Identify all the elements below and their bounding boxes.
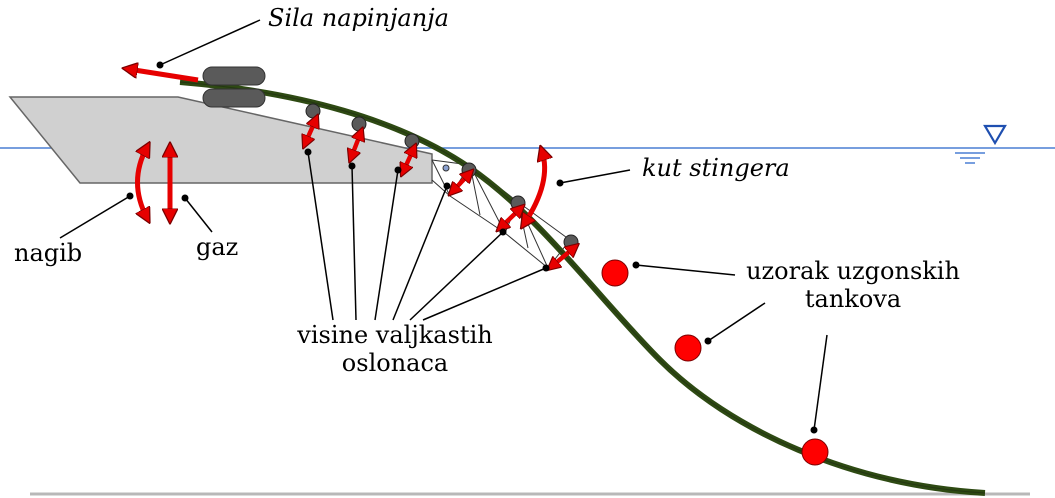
buoyancy-label-line1: uzorak uzgonskih — [746, 257, 960, 285]
buoyancy-label: uzorak uzgonskih tankova — [728, 257, 978, 313]
stinger-truss — [431, 159, 571, 269]
roller-heights-label-line1: visine valjkastih — [297, 321, 493, 349]
buoyancy-tank-icon — [601, 259, 829, 466]
buoyancy-label-line2: tankova — [804, 284, 902, 313]
vessel-hull — [8, 96, 433, 184]
stinger-angle-label: kut stingera — [642, 154, 790, 182]
draft-label: gaz — [196, 233, 239, 261]
leader-lines — [59, 19, 828, 431]
roller-heights-label: visine valjkastih oslonaca — [270, 321, 520, 377]
pitch-arrow — [135, 147, 148, 218]
water-level-icon — [955, 124, 1007, 164]
tension-force-arrow — [128, 69, 199, 83]
leader-dots — [126, 61, 818, 434]
tension-force-label: Sila napinjanja — [268, 4, 449, 32]
pitch-label: nagib — [14, 239, 83, 267]
roller-heights-label-line2: oslonaca — [341, 348, 449, 377]
tensioner-icon — [202, 66, 266, 108]
roller-height-arrows — [305, 119, 575, 267]
stinger-angle-arrow — [524, 151, 545, 224]
